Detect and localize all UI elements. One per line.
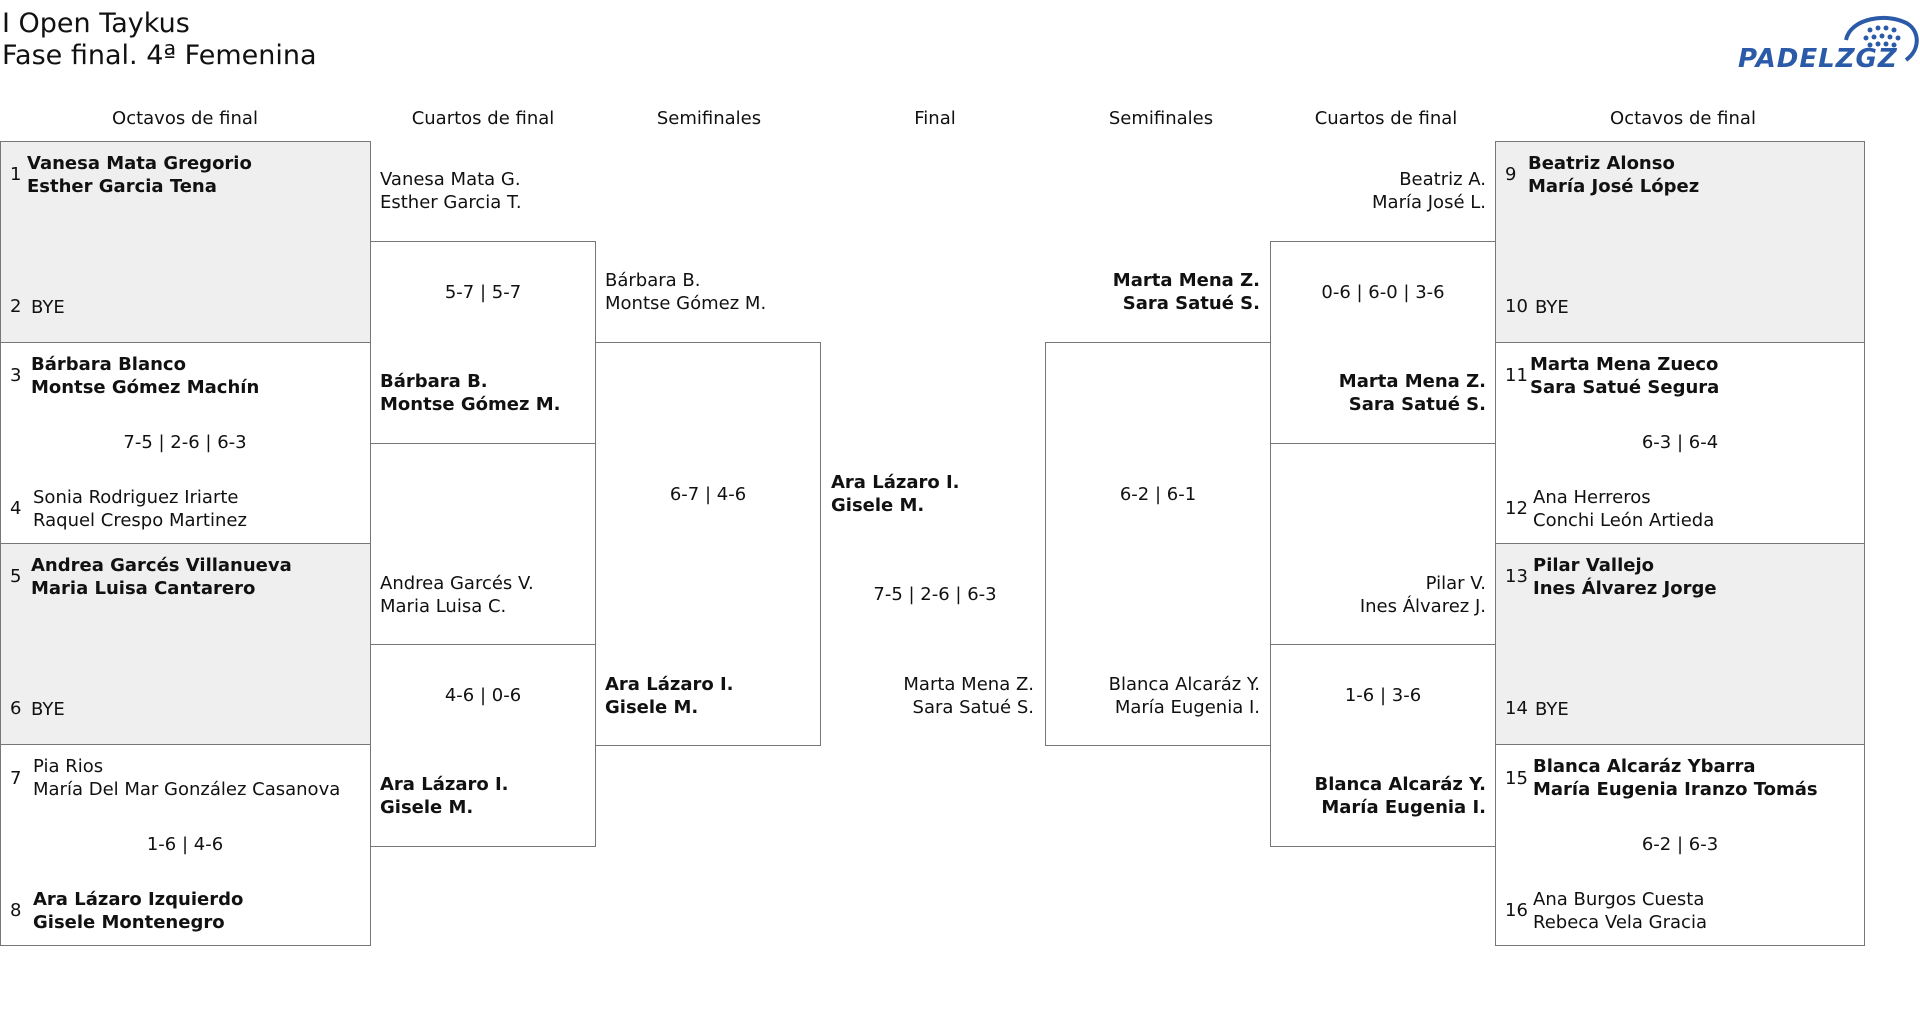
team-names: Blanca Alcaráz Y.María Eugenia I.: [1108, 674, 1260, 718]
match-box-sf: [595, 342, 821, 746]
logo-text: PADELZGZ: [1738, 44, 1898, 74]
round-header: Cuartos de final: [411, 108, 555, 129]
match-score: 6-2 | 6-3: [1641, 834, 1719, 855]
match-box-r16: [1495, 543, 1865, 745]
team-names: Vanesa Mata G.Esther Garcia T.: [380, 169, 522, 213]
round-header: Octavos de final: [1610, 108, 1756, 129]
seed-number: 12: [1505, 498, 1528, 519]
page-title: I Open Taykus: [2, 8, 190, 39]
seed-number: 14: [1505, 698, 1528, 719]
team-names: Beatriz A.María José L.: [1372, 169, 1486, 213]
round-header: Cuartos de final: [1314, 108, 1458, 129]
seed-number: 7: [10, 768, 22, 789]
match-score: 1-6 | 3-6: [1344, 685, 1422, 706]
seed-number: 5: [10, 566, 22, 587]
round-header: Semifinales: [1108, 108, 1214, 129]
team-names: Ara Lázaro I.Gisele M.: [605, 674, 734, 718]
padelzgz-logo: PADELZGZ: [1738, 10, 1920, 76]
finalist-team: Ara Lázaro I.Gisele M.: [831, 472, 960, 516]
match-score: 6-7 | 4-6: [669, 484, 747, 505]
round-header: Octavos de final: [112, 108, 258, 129]
seed-number: 10: [1505, 296, 1528, 317]
logo-ball-icon: [1844, 16, 1919, 62]
team-names: Andrea Garcés V.Maria Luisa C.: [380, 573, 534, 617]
team-names: Pilar V.Ines Álvarez J.: [1359, 573, 1486, 617]
match-box-r16: [1495, 141, 1865, 343]
seed-number: 8: [10, 900, 22, 921]
team-names: BYE: [31, 297, 65, 318]
match-score: 7-5 | 2-6 | 6-3: [123, 432, 247, 453]
team-names: Blanca Alcaráz Y.María Eugenia I.: [1314, 774, 1486, 818]
match-score: 0-6 | 6-0 | 3-6: [1321, 282, 1445, 303]
match-box-r16: [1495, 744, 1865, 946]
seed-number: 13: [1505, 566, 1528, 587]
seed-number: 4: [10, 498, 22, 519]
seed-number: 1: [10, 164, 22, 185]
round-header: Semifinales: [656, 108, 762, 129]
round-header: Final: [914, 108, 956, 129]
seed-number: 9: [1505, 164, 1517, 185]
team-names: Marta Mena Z.Sara Satué S.: [1338, 371, 1486, 415]
match-box-r16: [0, 744, 371, 946]
match-box-qf: [370, 241, 596, 444]
page-subtitle: Fase final. 4ª Femenina: [2, 40, 317, 71]
seed-number: 3: [10, 365, 22, 386]
match-box-qf: [370, 644, 596, 847]
team-names: BYE: [1535, 699, 1569, 720]
team-names: Ara Lázaro I.Gisele M.: [380, 774, 509, 818]
team-names: Bárbara B.Montse Gómez M.: [380, 371, 561, 415]
finalist-team: Marta Mena Z.Sara Satué S.: [903, 674, 1034, 718]
team-names: BYE: [1535, 297, 1569, 318]
seed-number: 11: [1505, 365, 1528, 386]
match-box-sf: [1045, 342, 1271, 746]
seed-number: 16: [1505, 900, 1528, 921]
match-score: 4-6 | 0-6: [444, 685, 522, 706]
team-names: BYE: [31, 699, 65, 720]
match-box-qf: [1270, 644, 1496, 847]
match-box-r16: [0, 543, 371, 745]
team-names: Bárbara B.Montse Gómez M.: [605, 270, 767, 314]
match-box-r16: [1495, 342, 1865, 544]
seed-number: 6: [10, 698, 22, 719]
seed-number: 15: [1505, 768, 1528, 789]
match-score: 6-3 | 6-4: [1641, 432, 1719, 453]
seed-number: 2: [10, 296, 22, 317]
match-score: 1-6 | 4-6: [146, 834, 224, 855]
match-score: 5-7 | 5-7: [444, 282, 522, 303]
final-score: 7-5 | 2-6 | 6-3: [873, 584, 997, 605]
match-box-qf: [1270, 241, 1496, 444]
match-box-r16: [0, 342, 371, 544]
match-score: 6-2 | 6-1: [1119, 484, 1197, 505]
team-names: Marta Mena Z.Sara Satué S.: [1112, 270, 1260, 314]
match-box-r16: [0, 141, 371, 343]
